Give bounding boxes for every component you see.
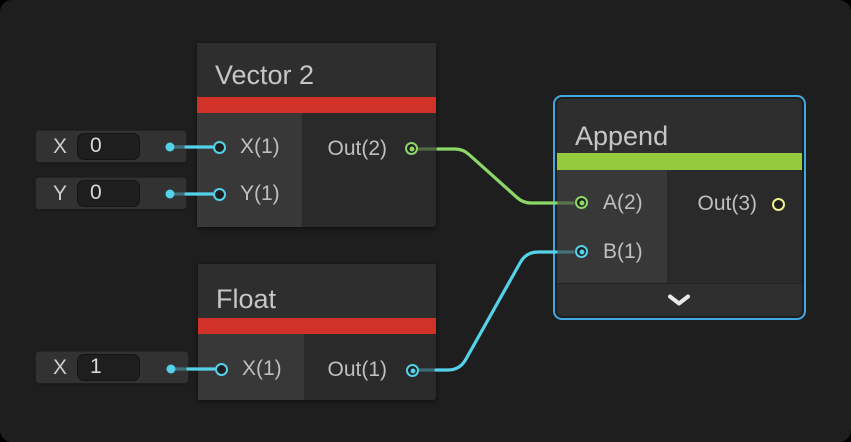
field-vector2-y: Y	[36, 178, 186, 209]
field-label-y: Y	[53, 181, 68, 205]
field-vector2-x: X	[36, 131, 186, 162]
node-append[interactable]: Append A(2) B(1) Out(3)	[557, 99, 802, 316]
port-vector2-out[interactable]	[405, 142, 418, 155]
node-float[interactable]: Float X(1) Out(1)	[198, 264, 436, 400]
node-vector2[interactable]: Vector 2 X(1) Y(1) Out(2)	[197, 43, 436, 227]
node-append-header[interactable]: Append	[557, 99, 802, 153]
edge-vector2-out-to-append-a[interactable]	[436, 147, 558, 205]
port-label-x1: X(1)	[242, 357, 282, 380]
vector2-x-input[interactable]	[77, 133, 140, 160]
port-label-y1: Y(1)	[240, 182, 280, 205]
node-float-title: Float	[216, 284, 277, 314]
connected-dot	[410, 368, 415, 373]
port-label-a2: A(2)	[603, 191, 643, 214]
connected-dot	[579, 200, 584, 205]
connected-dot	[409, 146, 414, 151]
node-type-accent-bar	[198, 318, 436, 334]
port-label-out3: Out(3)	[697, 192, 757, 215]
node-append-title: Append	[575, 121, 669, 151]
port-float-x[interactable]	[215, 363, 228, 376]
connected-dot	[579, 249, 584, 254]
port-label-b1: B(1)	[603, 240, 643, 263]
vector2-y-input[interactable]	[77, 180, 140, 207]
edge-float-out-to-append-b[interactable]	[434, 250, 558, 372]
port-vector2-x[interactable]	[213, 141, 226, 154]
node-vector2-title: Vector 2	[215, 60, 315, 90]
input-ports-section	[557, 170, 667, 283]
port-label-x1: X(1)	[240, 135, 280, 158]
node-append-footer[interactable]	[557, 283, 802, 316]
node-vector2-header[interactable]: Vector 2	[197, 43, 436, 97]
port-append-a[interactable]	[575, 196, 588, 209]
node-type-accent-bar	[197, 97, 436, 113]
port-float-out[interactable]	[406, 364, 419, 377]
port-append-b[interactable]	[575, 245, 588, 258]
node-append-selection-outline: Append A(2) B(1) Out(3)	[553, 95, 806, 320]
input-ports-section	[197, 113, 302, 227]
node-float-header[interactable]: Float	[198, 264, 436, 318]
collapse-chevron-icon[interactable]	[667, 294, 691, 306]
node-type-accent-bar	[557, 153, 802, 170]
field-label-x: X	[53, 355, 68, 379]
port-label-out2: Out(2)	[327, 137, 387, 160]
float-x-input[interactable]	[77, 354, 140, 381]
field-float-x: X	[36, 352, 188, 383]
field-label-x: X	[53, 134, 68, 158]
port-vector2-y[interactable]	[213, 188, 226, 201]
port-append-out[interactable]	[772, 198, 785, 211]
port-label-out1: Out(1)	[327, 358, 387, 381]
